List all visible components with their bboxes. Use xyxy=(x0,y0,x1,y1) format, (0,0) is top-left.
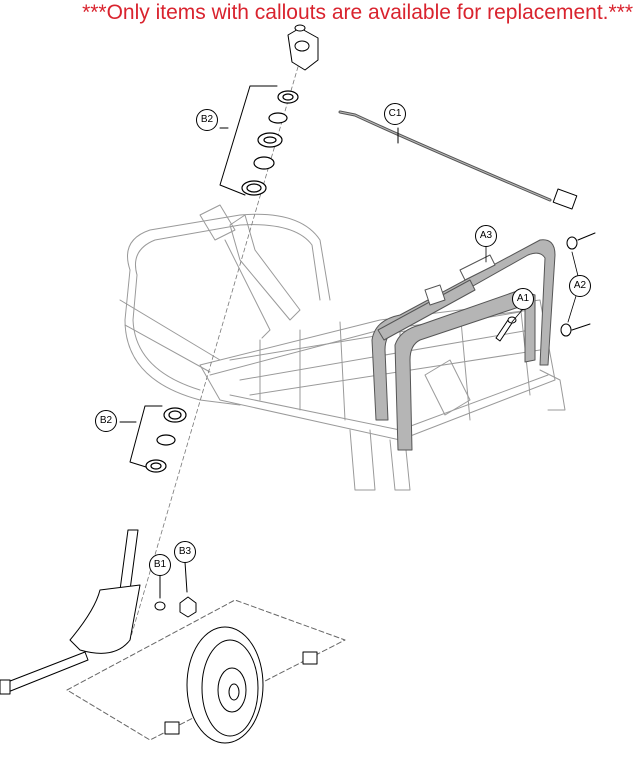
callout-b2-lower[interactable]: B2 xyxy=(95,410,117,432)
bracket-b2-upper xyxy=(219,85,278,196)
hardware-a xyxy=(495,232,596,342)
axis-line xyxy=(129,59,301,641)
callout-a3[interactable]: A3 xyxy=(475,225,497,247)
leader-lines-b xyxy=(159,561,188,599)
seat-strap xyxy=(371,239,556,451)
callout-a1[interactable]: A1 xyxy=(512,288,534,310)
caster-wheel xyxy=(66,599,346,744)
bracket-b2-lower xyxy=(119,405,163,468)
caster-fork xyxy=(0,529,197,695)
cable-c1 xyxy=(338,110,578,210)
leader-lines-a xyxy=(485,245,579,323)
fork-top xyxy=(287,24,319,71)
bearings-lower xyxy=(145,407,187,473)
callout-c1[interactable]: C1 xyxy=(384,103,406,125)
callout-a2[interactable]: A2 xyxy=(569,275,591,297)
frame xyxy=(119,204,566,491)
replacement-notice: ***Only items with callouts are availabl… xyxy=(82,1,633,24)
callout-b1[interactable]: B1 xyxy=(149,554,171,576)
bearings-upper xyxy=(241,90,299,196)
callout-b2-upper[interactable]: B2 xyxy=(196,109,218,131)
callout-b3[interactable]: B3 xyxy=(174,541,196,563)
